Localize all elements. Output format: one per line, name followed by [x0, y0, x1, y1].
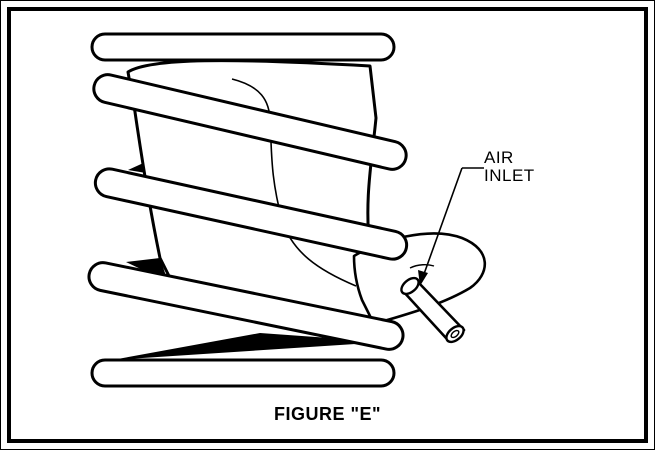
air-inlet-label: AIR INLET — [484, 149, 535, 185]
coil-3 — [93, 167, 409, 261]
bellows-shadow-lower — [112, 333, 385, 360]
figure-caption: FIGURE "E" — [273, 404, 382, 424]
coil-top — [90, 32, 396, 62]
coil-2 — [92, 73, 408, 171]
bellows-crease — [231, 78, 357, 287]
air-inlet-tube — [400, 276, 466, 344]
air-inlet-label-line2: INLET — [484, 166, 535, 185]
coil-bottom — [90, 358, 396, 388]
flange-mark — [409, 263, 435, 269]
callout-arrow — [418, 167, 484, 286]
coil-4 — [87, 261, 405, 351]
air-inlet-label-line1: AIR — [484, 148, 514, 167]
